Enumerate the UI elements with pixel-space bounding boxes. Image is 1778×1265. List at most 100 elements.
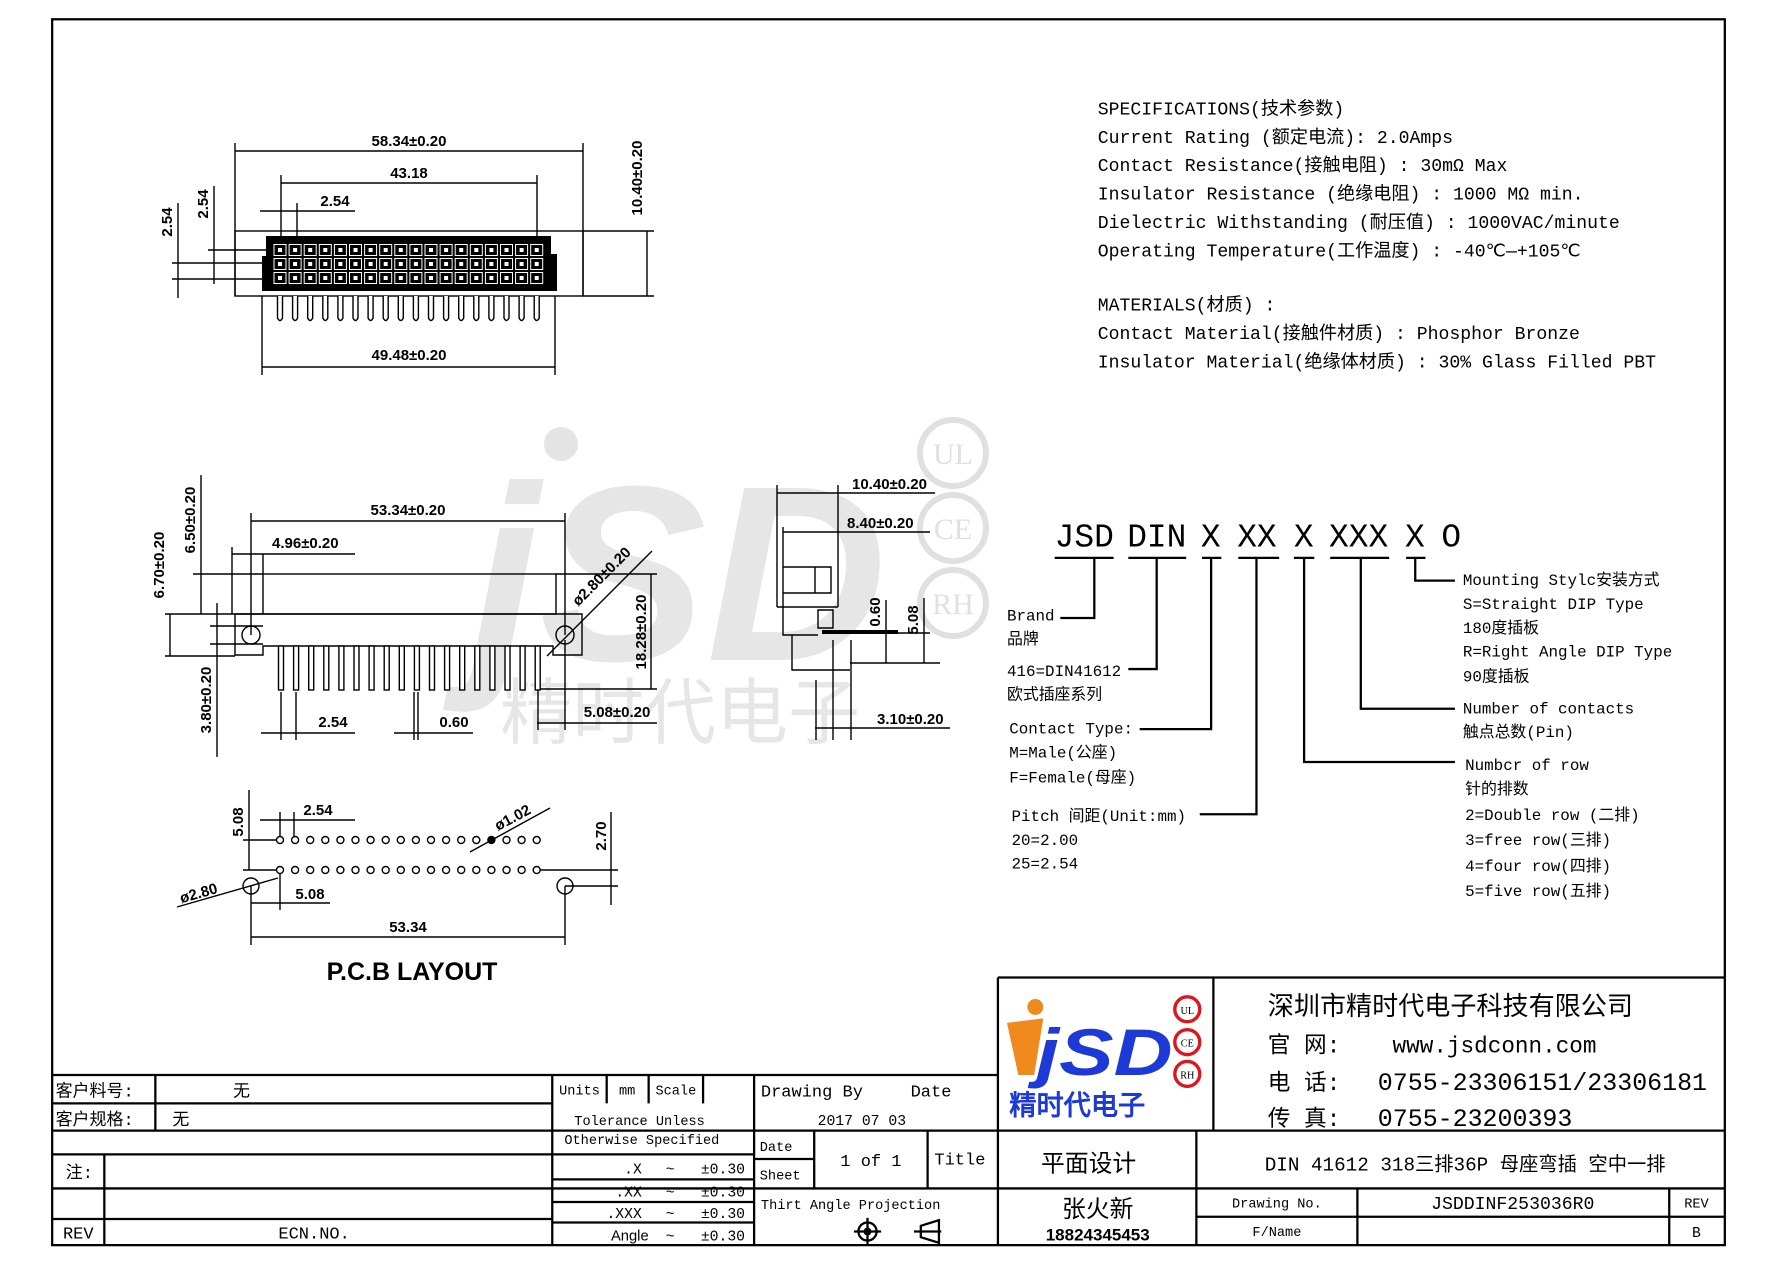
pin	[504, 645, 511, 691]
rev-header: REV	[1684, 1198, 1709, 1213]
dim-pcb-offset-x: 5.08	[295, 886, 324, 903]
dim-pin-pitch: 2.54	[318, 714, 348, 731]
contact-cell	[273, 258, 287, 270]
tolerance-key: .X	[624, 1163, 642, 1179]
dim-overall-width: 58.34±0.20	[372, 133, 447, 150]
contact-cell	[318, 272, 332, 284]
pcb-hole	[517, 865, 526, 875]
pcb-hole	[411, 835, 421, 845]
company-phone-label: 电 话:	[1268, 1070, 1341, 1097]
dim-row-pitch-a: 2.54	[159, 207, 176, 237]
pin	[412, 296, 420, 322]
contact-cell	[469, 244, 483, 256]
pn-series-label: 416=DIN41612	[1007, 663, 1121, 681]
pcb-hole	[381, 865, 390, 875]
pcb-hole	[321, 865, 330, 875]
dim-profile-row: 5.08	[905, 605, 922, 634]
contact-cell	[484, 272, 498, 284]
contact-cell	[379, 272, 393, 284]
contact-socket	[489, 248, 494, 252]
title-block-grid	[52, 976, 1725, 1246]
pcb-layout-drawing: 5.08 2.54 ø1.02 2.70 ø2.80 5.08 53.34 P.…	[176, 790, 618, 986]
tolerance-value: ±0.30	[701, 1185, 745, 1201]
contact-socket	[459, 262, 464, 266]
contact-cell	[469, 272, 483, 284]
pin	[397, 296, 404, 322]
contact-socket	[353, 248, 358, 252]
contact-socket	[368, 248, 373, 252]
pin	[382, 296, 389, 322]
pcb-hole	[457, 835, 466, 845]
contact-socket	[504, 262, 509, 266]
rev-label: REV	[63, 1225, 94, 1244]
material-insulator: Insulator Material(绝缘体材质) : 30% Glass Fi…	[1098, 351, 1656, 373]
dim-edge: 5.08±0.20	[584, 704, 651, 721]
pcb-hole	[336, 835, 345, 845]
pn-mounting-label: Mounting Stylc安装方式	[1463, 571, 1660, 590]
cert-rh-icon: RH	[1173, 1059, 1202, 1089]
pn-rows-label-cn: 针的排数	[1465, 780, 1529, 799]
designer-name: 张火新	[1062, 1196, 1133, 1225]
contact-socket	[534, 248, 539, 252]
contact-socket	[519, 248, 524, 252]
pcb-hole	[336, 865, 345, 875]
dim-pcb-mount: 53.34	[389, 919, 427, 936]
contact-socket	[413, 276, 418, 280]
pcb-hole	[381, 835, 390, 845]
pin	[458, 296, 465, 322]
date-label-2: Date	[760, 1141, 793, 1156]
watermark-cert-ce: CE	[917, 492, 989, 564]
pcb-layout-title: P.C.B LAYOUT	[327, 958, 498, 986]
dim-profile-pin: 0.60	[867, 597, 884, 626]
pn-pitch-20: 20=2.00	[1012, 832, 1079, 850]
pcb-hole	[396, 865, 405, 875]
pin	[276, 296, 284, 322]
pcb-hole	[487, 835, 496, 845]
contact-socket	[353, 276, 358, 280]
units-label: Units	[559, 1084, 600, 1099]
contact-cell	[379, 258, 393, 270]
contact-socket	[489, 276, 494, 280]
cert-ce-icon: CE	[1173, 1027, 1202, 1057]
profile-view-drawing: 10.40±0.20 8.40±0.20 0.60 5.08 3.10±0.20	[776, 476, 950, 740]
pn-rows-3: 3=free row(三排)	[1465, 831, 1611, 850]
contact-socket	[413, 248, 418, 252]
contact-socket	[429, 248, 433, 252]
contact-cell	[364, 272, 378, 284]
contact-cell	[409, 258, 423, 270]
contact-socket	[338, 262, 343, 266]
contact-cell	[409, 244, 423, 256]
side-view-pins	[277, 645, 541, 691]
dim-offset: 4.96±0.20	[272, 535, 339, 552]
contact-socket	[429, 276, 433, 280]
drawing-no-label: Drawing No.	[1232, 1198, 1322, 1213]
company-phone: 0755-23306151/23306181	[1378, 1070, 1707, 1098]
contact-socket	[278, 262, 282, 266]
company-website[interactable]: www.jsdconn.com	[1393, 1033, 1597, 1059]
scale-label: Scale	[655, 1084, 696, 1099]
contact-socket	[459, 276, 464, 280]
pin	[428, 645, 436, 691]
company-logo: jSD 精时代电子 UL CE RH	[1006, 995, 1202, 1122]
contact-socket	[474, 276, 479, 280]
pcb-hole	[426, 865, 436, 875]
customer-part-value: 无	[233, 1083, 250, 1103]
pin	[443, 645, 451, 691]
contact-socket	[338, 276, 343, 280]
contact-cell	[379, 244, 393, 256]
svg-text:UL: UL	[1181, 1006, 1195, 1017]
company-name: 深圳市精时代电子科技有限公司	[1268, 992, 1633, 1023]
contact-cell	[349, 272, 362, 284]
pcb-hole	[290, 835, 300, 845]
pn-pitch-25: 25=2.54	[1012, 856, 1079, 874]
pcb-mount-hole-right	[556, 877, 574, 895]
contact-socket	[308, 248, 313, 252]
pcb-hole	[532, 835, 541, 845]
contact-socket	[353, 262, 358, 266]
contact-cell	[454, 258, 468, 270]
pn-rows-label: Numbcr of row	[1465, 757, 1589, 775]
contact-cell	[484, 244, 498, 256]
pcb-hole	[411, 865, 421, 875]
tolerance-key: .XXX	[606, 1207, 642, 1223]
contact-cell	[364, 244, 378, 256]
